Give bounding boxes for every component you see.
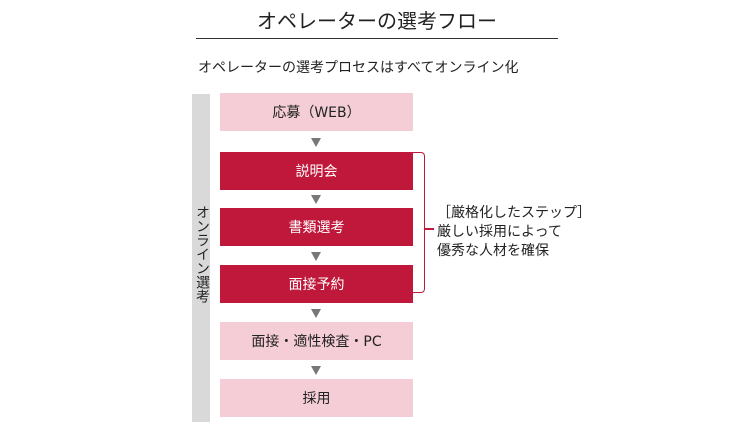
note-heading: ［厳格化したステップ］ [437,205,591,221]
note-line: 優秀な人材を確保 [437,243,549,259]
arrow-down-icon [311,138,321,147]
arrow-down-icon [311,309,321,318]
online-selection-label: オンライン選考 [194,205,210,303]
title-underline [196,38,558,39]
step-interview-aptitude-pc: 面接・適性検査・PC [220,322,413,360]
arrow-down-icon [311,252,321,261]
bracket-connector [425,228,434,230]
note-line: 厳しい採用によって [437,224,562,240]
subtitle: オペレーターの選考プロセスはすべてオンライン化 [198,60,519,76]
online-selection-bar [192,94,210,422]
step-apply-web: 応募（WEB） [220,93,413,131]
diagram-title: オペレーターの選考フロー [257,9,497,33]
step-hiring: 採用 [220,379,413,417]
arrow-down-icon [311,195,321,204]
stricter-steps-bracket [413,152,425,293]
step-document-screening: 書類選考 [220,208,413,246]
stricter-steps-note: ［厳格化したステップ］ 厳しい採用によって 優秀な人材を確保 [437,204,591,261]
arrow-down-icon [311,366,321,375]
step-briefing: 説明会 [220,152,413,190]
step-interview-booking: 面接予約 [220,265,413,303]
